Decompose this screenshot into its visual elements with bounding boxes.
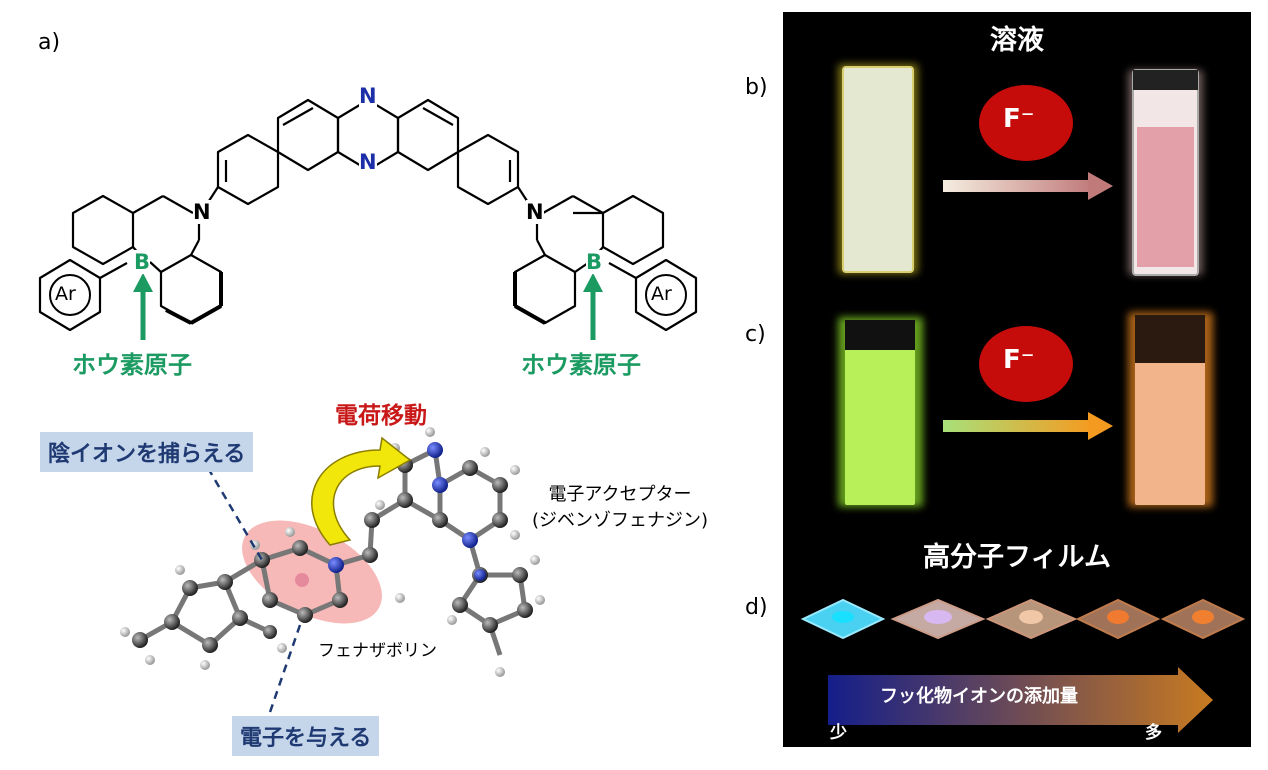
electron-acceptor-label: 電子アクセプター (ジベンゾフェナジン) [510, 482, 730, 534]
acceptor-line-1: 電子アクセプター [548, 484, 692, 505]
boron-atom-left: B [134, 250, 151, 274]
panel-label-d: d) [745, 595, 768, 620]
pyrazine-nitrogen-bottom: N [359, 150, 377, 174]
boron-atom-right: B [586, 250, 603, 274]
aryl-label-left: Ar [55, 283, 76, 305]
amine-nitrogen-right: N [526, 200, 544, 224]
panel-label-b: b) [745, 75, 768, 100]
amine-nitrogen-left: N [193, 200, 211, 224]
panel-label-a: a) [38, 30, 61, 55]
charge-transfer-label: 電荷移動 [335, 403, 427, 429]
fluoride-amount-label: フッ化物イオンの添加量 [880, 686, 1078, 707]
aryl-label-right: Ar [651, 283, 672, 305]
panel-label-c: c) [745, 322, 766, 347]
photo-illustrations [800, 64, 1246, 733]
solution-title: 溶液 [990, 25, 1044, 56]
film-title: 高分子フィルム [923, 542, 1111, 573]
amount-low-label: 少 [830, 723, 847, 743]
ball-and-stick-model [120, 427, 545, 719]
acceptor-line-2: (ジベンゾフェナジン) [531, 510, 709, 531]
boron-atom-caption-right: ホウ素原子 [521, 351, 641, 379]
boron-atom-caption-left: ホウ素原子 [72, 351, 192, 379]
fluoride-label-c: F⁻ [1003, 345, 1035, 375]
fluoride-label-b: F⁻ [1003, 104, 1035, 134]
pyrazine-nitrogen-top: N [359, 84, 377, 108]
amount-high-label: 多 [1145, 723, 1162, 743]
anion-capture-label: 陰イオンを捕らえる [40, 432, 254, 472]
electron-donor-label: 電子を与える [232, 716, 380, 756]
phenazaborine-label: フェナザボリン [318, 641, 437, 661]
